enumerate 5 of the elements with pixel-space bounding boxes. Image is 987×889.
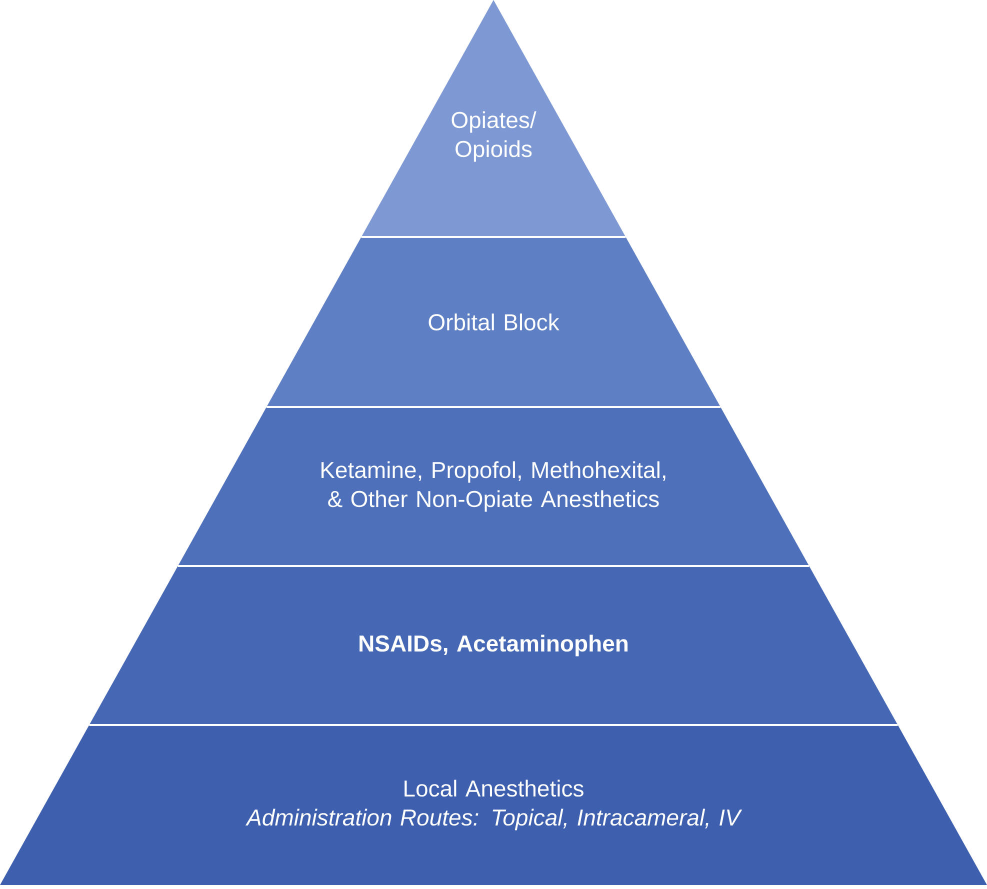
pyramid-tier: Orbital Block xyxy=(266,237,720,407)
pyramid-tier: Ketamine, Propofol, Methohexital, & Other Non-Opiate Anesthetics xyxy=(178,407,810,566)
pyramid-tier: Local Anesthetics Administration Routes: Topical, Intracameral, IV xyxy=(0,725,987,885)
pyramid-tier: NSAIDs, Acetaminophen xyxy=(89,566,898,725)
pyramid-tier: Opiates/ Opioids xyxy=(361,0,626,237)
